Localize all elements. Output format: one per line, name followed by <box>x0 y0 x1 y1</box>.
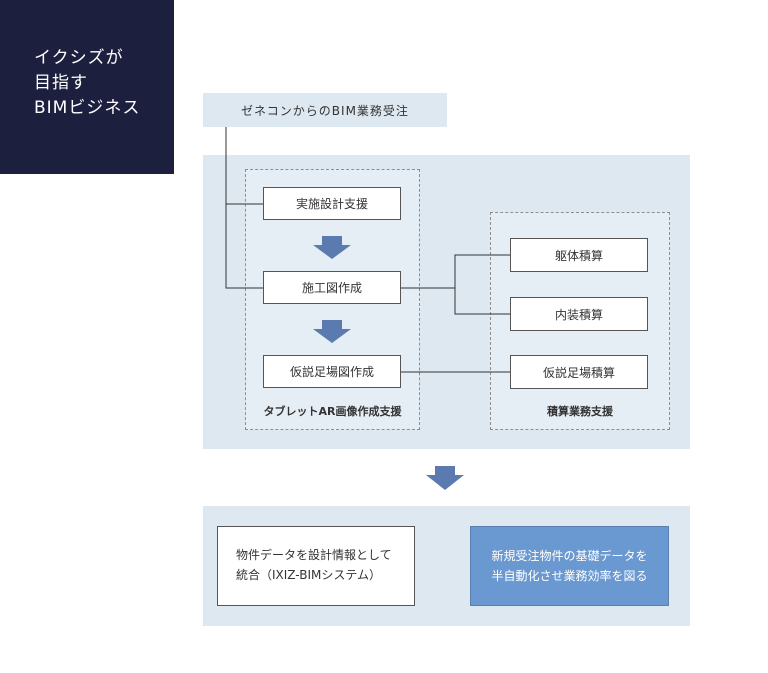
down-arrow-icon-1 <box>313 236 351 259</box>
title-line-2: 目指す <box>34 73 88 93</box>
efficiency-goal-box: 新規受注物件の基礎データを 半自動化させ業務効率を図る <box>470 526 669 606</box>
title-line-3: BIMビジネス <box>34 98 141 118</box>
node-interior-estimate: 内装積算 <box>510 297 648 331</box>
node-scaffold-drawing: 仮説足場図作成 <box>263 355 401 388</box>
down-arrow-icon-2 <box>313 320 351 343</box>
efficiency-goal-line-1: 新規受注物件の基礎データを <box>491 549 648 563</box>
right-group-caption: 積算業務支援 <box>547 405 613 418</box>
data-integration-line-1: 物件データを設計情報として <box>236 548 392 562</box>
connector-top-to-nodes <box>225 127 263 289</box>
title-line-1: イクシズが <box>34 48 124 68</box>
data-integration-box: 物件データを設計情報として 統合（IXIZ-BIMシステム） <box>217 526 415 606</box>
connector-node2-to-interior <box>454 288 510 315</box>
node-scaffold-estimate: 仮説足場積算 <box>510 355 648 389</box>
node-structure-estimate: 躯体積算 <box>510 238 648 272</box>
left-group-caption: タブレットAR画像作成支援 <box>263 405 402 418</box>
node-design-support: 実施設計支援 <box>263 187 401 220</box>
page-title-block: イクシズが 目指す BIMビジネス <box>0 0 174 174</box>
down-arrow-icon-3 <box>426 466 464 490</box>
connector-node2-to-right <box>401 254 510 289</box>
node-construction-drawing: 施工図作成 <box>263 271 401 304</box>
efficiency-goal-line-2: 半自動化させ業務効率を図る <box>491 569 648 583</box>
order-source-label: ゼネコンからのBIM業務受注 <box>203 93 447 127</box>
data-integration-line-2: 統合（IXIZ-BIMシステム） <box>236 568 381 582</box>
